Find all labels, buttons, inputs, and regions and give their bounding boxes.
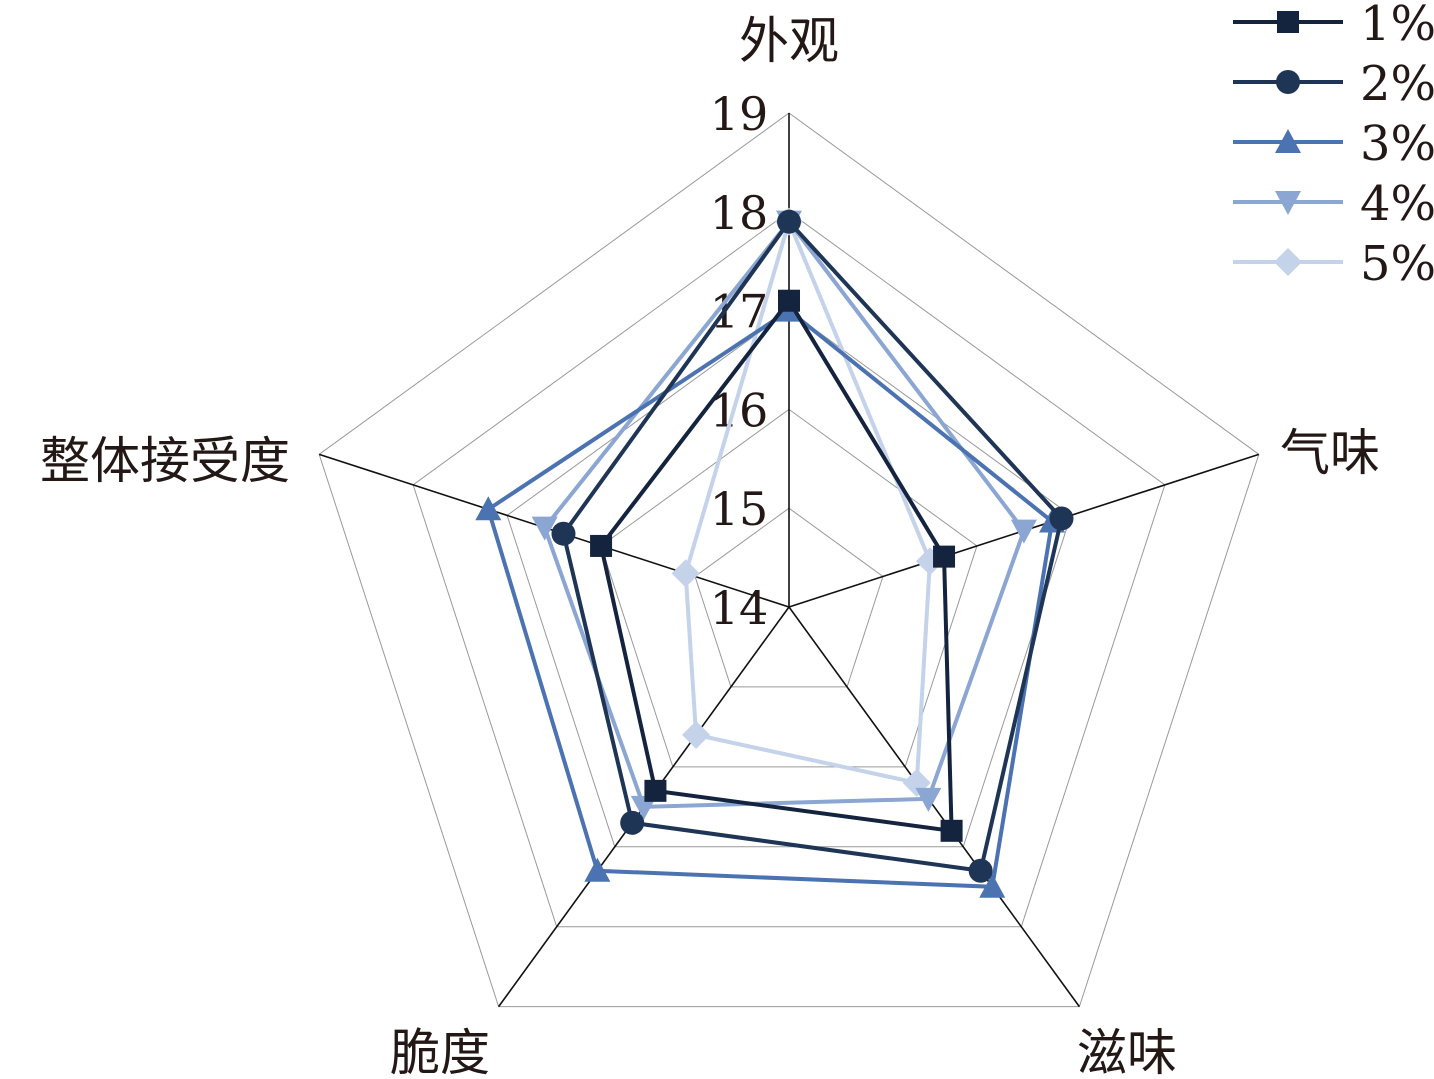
legend-label: 2% bbox=[1360, 56, 1434, 112]
data-point bbox=[682, 720, 711, 749]
data-point bbox=[979, 873, 1006, 898]
series-line bbox=[683, 215, 932, 786]
series-line bbox=[598, 297, 954, 834]
legend-item: 2% bbox=[1233, 56, 1434, 112]
grid-ring bbox=[318, 112, 1260, 1008]
data-point bbox=[968, 858, 993, 883]
data-point bbox=[940, 819, 963, 842]
legend-item: 1% bbox=[1233, 0, 1434, 52]
legend-marker bbox=[1277, 11, 1299, 33]
series-line bbox=[542, 218, 1027, 809]
data-point bbox=[933, 545, 956, 568]
axis-line bbox=[788, 606, 1081, 1008]
legend: 1%2%3%4%5% bbox=[1233, 0, 1434, 292]
legend-item: 5% bbox=[1233, 236, 1434, 292]
grid-ring bbox=[600, 408, 978, 768]
tick-label: 15 bbox=[710, 482, 769, 536]
grid bbox=[318, 112, 1260, 1008]
legend-marker bbox=[1276, 70, 1300, 94]
legend-marker bbox=[1275, 129, 1301, 153]
data-point bbox=[1049, 506, 1074, 531]
data-point bbox=[475, 496, 502, 521]
axis-label: 气味 bbox=[1280, 424, 1380, 482]
legend-marker bbox=[1274, 248, 1302, 276]
grid-ring bbox=[694, 507, 884, 688]
legend-item: 3% bbox=[1233, 116, 1434, 172]
legend-marker bbox=[1275, 191, 1301, 215]
data-point bbox=[531, 516, 558, 541]
series-1pct bbox=[590, 289, 963, 842]
tick-label: 18 bbox=[710, 186, 769, 240]
axis-label: 外观 bbox=[739, 12, 839, 70]
axis-label: 脆度 bbox=[390, 1024, 490, 1079]
legend-label: 1% bbox=[1360, 0, 1434, 52]
series-line bbox=[485, 308, 1055, 889]
axis-label: 滋味 bbox=[1077, 1024, 1177, 1079]
series-line bbox=[561, 218, 1064, 874]
legend-label: 3% bbox=[1360, 116, 1434, 172]
data-point bbox=[915, 787, 942, 812]
data-point bbox=[584, 857, 611, 882]
series-2pct bbox=[551, 209, 1074, 883]
grid-ring bbox=[506, 309, 1072, 848]
data-point bbox=[1010, 519, 1037, 544]
tick-label: 14 bbox=[710, 581, 769, 635]
data-point bbox=[671, 559, 700, 588]
legend-label: 5% bbox=[1360, 236, 1434, 292]
data-point bbox=[590, 534, 613, 557]
data-point bbox=[778, 289, 800, 312]
series-group bbox=[475, 207, 1074, 898]
legend-label: 4% bbox=[1360, 176, 1434, 232]
data-point bbox=[644, 779, 667, 802]
tick-label: 19 bbox=[710, 87, 769, 141]
legend-item: 4% bbox=[1233, 176, 1434, 232]
axis-label: 整体接受度 bbox=[40, 432, 290, 490]
data-point bbox=[777, 209, 801, 234]
data-point bbox=[620, 810, 645, 835]
grid-ring bbox=[412, 211, 1166, 928]
data-point bbox=[551, 521, 576, 546]
